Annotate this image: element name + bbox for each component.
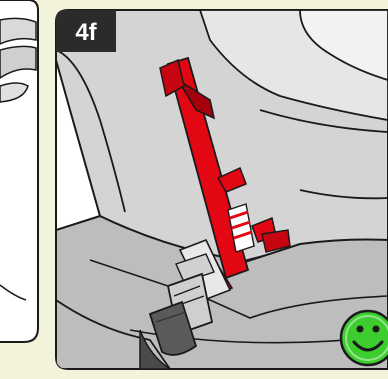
smiley-face-icon (341, 311, 388, 365)
step-label-box: 4f (56, 10, 116, 52)
previous-step-panel (0, 0, 38, 342)
installation-step-panel: 4f (56, 10, 388, 369)
step-label: 4f (75, 19, 97, 46)
